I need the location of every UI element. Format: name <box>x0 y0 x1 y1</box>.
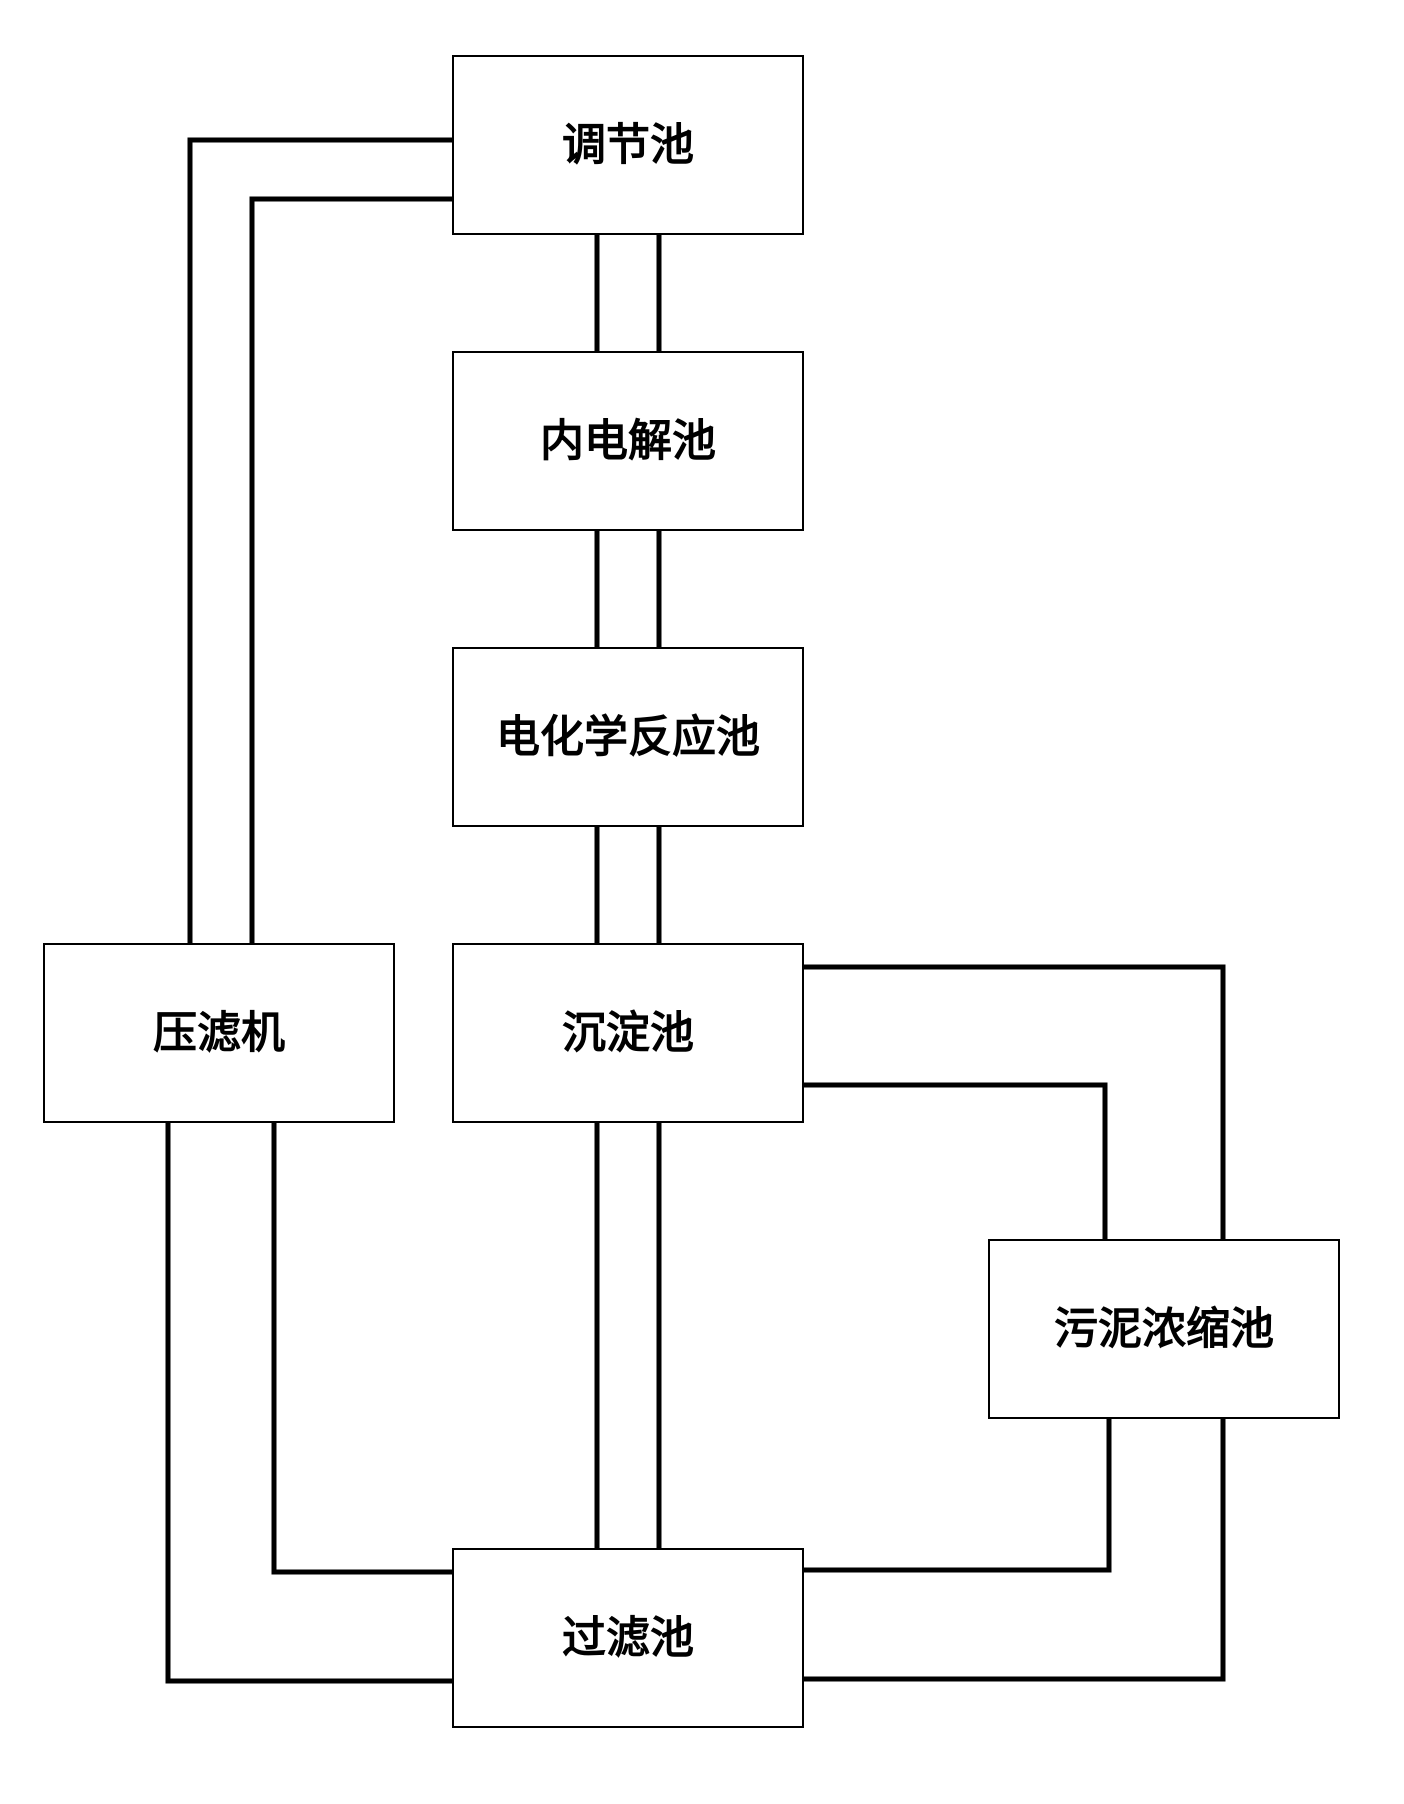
node-label: 内电解池 <box>540 416 716 467</box>
connections <box>165 137 1226 1684</box>
node-sludge-thickening-tank: 污泥浓缩池 <box>988 1239 1340 1419</box>
node-label: 污泥浓缩池 <box>1054 1304 1274 1355</box>
node-internal-electrolysis-tank: 内电解池 <box>452 351 804 531</box>
connector-sludge-to-filtration-outer <box>800 1416 1226 1682</box>
node-sedimentation-tank: 沉淀池 <box>452 943 804 1123</box>
node-filtration-tank: 过滤池 <box>452 1548 804 1728</box>
node-label: 压滤机 <box>153 1008 285 1059</box>
node-box <box>452 647 804 827</box>
node-box <box>988 1239 1340 1419</box>
node-box <box>452 943 804 1123</box>
node-box <box>452 351 804 531</box>
node-label: 电化学反应池 <box>496 712 760 763</box>
node-box <box>452 55 804 235</box>
node-regulating-tank: 调节池 <box>452 55 804 235</box>
node-box <box>452 1548 804 1728</box>
connector-filterpress-to-filtration-outer <box>165 1120 456 1684</box>
connector-sludge-to-filtration-inner <box>800 1416 1112 1573</box>
node-filter-press: 压滤机 <box>43 943 395 1123</box>
node-electrochemical-reaction-tank: 电化学反应池 <box>452 647 804 827</box>
node-label: 过滤池 <box>562 1613 694 1664</box>
node-box <box>43 943 395 1123</box>
node-label: 沉淀池 <box>562 1008 694 1059</box>
connector-filterpress-to-regulating-inner <box>249 196 456 947</box>
connector-filterpress-to-regulating-outer <box>187 137 456 947</box>
node-label: 调节池 <box>562 120 694 171</box>
connector-sedimentation-to-sludge-outer <box>800 964 1226 1243</box>
connector-sedimentation-to-sludge-inner <box>800 1082 1108 1243</box>
connector-filterpress-to-filtration-inner <box>271 1120 456 1575</box>
